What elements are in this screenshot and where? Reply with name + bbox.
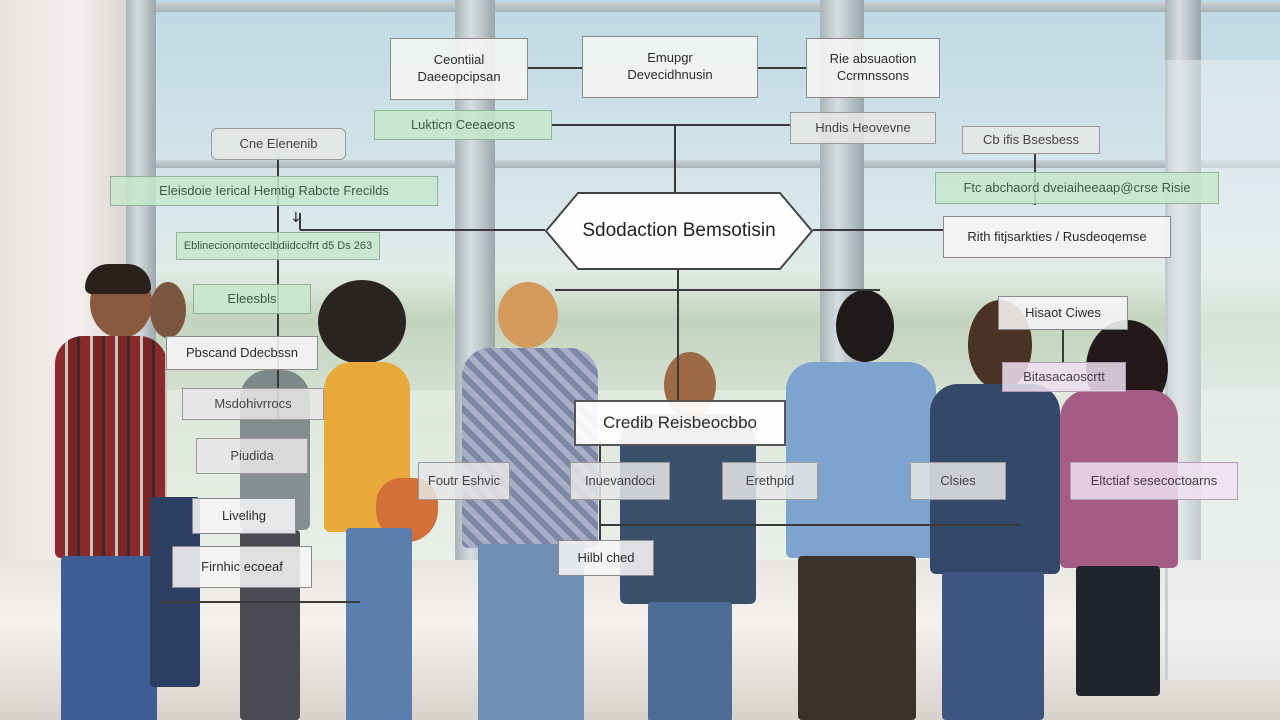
box-top-left: Ceontiial Daeeopcipsan <box>390 38 528 100</box>
box-gray-top-right: Hndis Heovevne <box>790 112 936 144</box>
box-row-3: Erethpid <box>722 462 818 500</box>
box-left-5: Msdohivrrocs <box>182 388 324 420</box>
box-left-green-2: Eblinecionomtecclbdiidcclfrt d5 Ds 263 <box>176 232 380 260</box>
box-top-center: Emupgr Devecidhnusin <box>582 36 758 98</box>
box-right-green-wide: Ftc abchaord dveiaiheeaap@crse Risie <box>935 172 1219 204</box>
box-right-3: Hisaot Ciwes <box>998 296 1128 330</box>
box-left-green-wide: Eleisdoie Ierical Hemtig Rabcte Frecilds <box>110 176 438 206</box>
box-left-7: Livelihg <box>192 498 296 534</box>
box-left-6: Piudida <box>196 438 308 474</box>
box-left-8: Firnhic ecoeaf <box>172 546 312 588</box>
center-hexagon-outline <box>545 192 813 270</box>
box-row-1: Foutr Eshvic <box>418 462 510 500</box>
box-right-4: Bitasacaoscrtt <box>1002 362 1126 392</box>
box-left-4: Pbscand Ddecbssn <box>166 336 318 370</box>
box-row-5: Eltctiaf sesecoctoarns <box>1070 462 1238 500</box>
window-transom <box>130 2 1280 12</box>
box-right-1: Cb ifis Bsesbess <box>962 126 1100 154</box>
box-top-right: Rie absuaotion Ccrmnssons <box>806 38 940 98</box>
box-center-hexagon: Sdodaction Bemsotisin <box>545 192 813 270</box>
box-bottom-mid: Hilbl ched <box>558 540 654 576</box>
window-transom <box>130 160 1280 168</box>
box-row-2: Inuevandoci <box>570 462 670 500</box>
box-mid: Credib Reisbeocbbo <box>574 400 786 446</box>
glass-railing <box>1165 60 1280 680</box>
box-green-top-left: Lukticn Ceeaeons <box>374 110 552 140</box>
box-right-2: Rith fitjsarkties / Rusdeoqemse <box>943 216 1171 258</box>
box-left-green-3: Eleesbls <box>193 284 311 314</box>
box-left-1: Cne Elenenib <box>211 128 346 160</box>
box-row-4: Clsies <box>910 462 1006 500</box>
